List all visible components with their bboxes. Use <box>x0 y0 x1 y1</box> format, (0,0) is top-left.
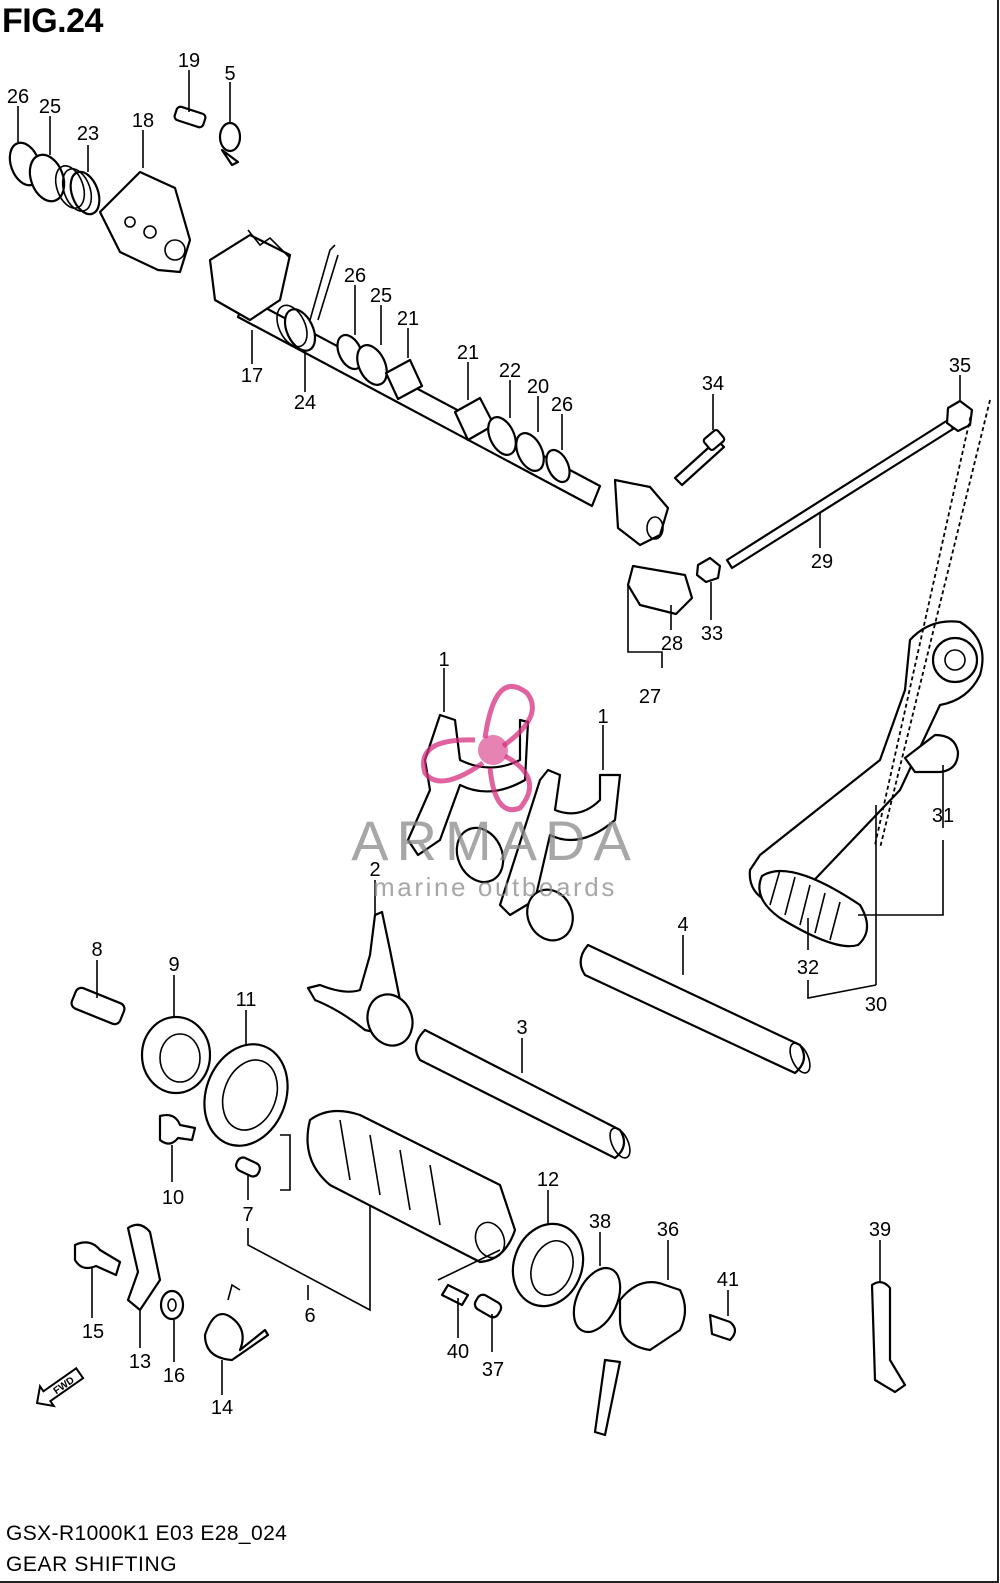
callout-3: 3 <box>516 1017 527 1039</box>
callout-7: 7 <box>242 1204 253 1226</box>
section-name: GEAR SHIFTING <box>6 1553 178 1576</box>
callout-32: 32 <box>797 957 819 979</box>
washer-16 <box>159 1289 185 1321</box>
callout-9: 9 <box>168 954 179 976</box>
shift-fork-1a <box>406 713 530 857</box>
callout-30: 30 <box>865 994 887 1016</box>
callout-35: 35 <box>949 355 971 377</box>
bolt-8 <box>70 986 126 1026</box>
callout-25: 25 <box>39 96 61 118</box>
pin-7 <box>235 1156 261 1178</box>
callout-36: 36 <box>657 1219 679 1241</box>
callout-12: 12 <box>537 1169 559 1191</box>
callout-4: 4 <box>677 914 688 936</box>
callout-20: 20 <box>527 376 549 398</box>
washer-20 <box>515 432 545 472</box>
model-code: GSX-R1000K1 E03 E28_024 <box>6 1522 288 1545</box>
bearing-11 <box>203 1043 289 1147</box>
figure-title: FIG.24 <box>2 2 103 40</box>
armada-propeller-logo <box>421 684 535 812</box>
oring-38 <box>572 1266 622 1334</box>
callout-5: 5 <box>224 63 235 85</box>
gearshift-cam-6 <box>306 1109 517 1264</box>
shift-shaft-arm-17 <box>208 233 292 322</box>
plate-5 <box>218 121 242 153</box>
rubber-32 <box>758 869 869 948</box>
tie-rod-29 <box>725 418 955 570</box>
callout-1: 1 <box>438 649 449 671</box>
callout-8: 8 <box>91 939 102 961</box>
gear-shift-lever-assembly <box>748 399 991 948</box>
shift-lever-clamp <box>613 478 670 547</box>
callout-28: 28 <box>661 633 683 655</box>
callout-1: 1 <box>597 706 608 728</box>
callout-14: 14 <box>211 1397 233 1419</box>
callout-37: 37 <box>482 1359 504 1381</box>
callout-34: 34 <box>702 373 724 395</box>
callout-26: 26 <box>551 394 573 416</box>
bolt-41 <box>708 1313 737 1342</box>
watermark-brand: ARMADA <box>351 809 639 872</box>
screw-10 <box>158 1113 197 1145</box>
rod-end-28 <box>626 564 694 616</box>
bush-21a <box>384 358 424 401</box>
callout-26: 26 <box>344 265 366 287</box>
watermark-tagline: marine outboards <box>373 872 617 902</box>
washer-25 <box>28 153 66 203</box>
callout-16: 16 <box>163 1365 185 1387</box>
return-spring-24 <box>283 308 317 352</box>
shift-fork-1b <box>498 768 622 917</box>
fork-shaft-4 <box>579 943 806 1075</box>
callout-labels: 19 5 26 25 23 18 17 24 26 25 21 21 22 20… <box>7 50 971 1419</box>
bolt-15 <box>73 1241 122 1277</box>
leader-lines <box>17 70 961 1395</box>
callout-17: 17 <box>241 365 263 387</box>
seal-22 <box>487 416 517 456</box>
plate-18 <box>98 170 192 274</box>
fork-shaft-3 <box>414 1028 626 1160</box>
spring-40 <box>440 1283 470 1307</box>
fwd-arrow-icon: FWD <box>35 1366 85 1408</box>
shift-shaft-assembly <box>8 105 974 616</box>
cam-stopper-plate-9 <box>140 1015 212 1095</box>
callout-21: 21 <box>397 308 419 330</box>
shift-lever-30 <box>748 620 984 902</box>
gearshift-cam-assembly <box>70 986 907 1437</box>
callout-31: 31 <box>932 805 954 827</box>
callout-2: 2 <box>369 859 380 881</box>
bolt-19 <box>173 105 207 129</box>
callout-26: 26 <box>7 86 29 108</box>
callout-25: 25 <box>370 285 392 307</box>
nut-33 <box>695 556 722 584</box>
callout-13: 13 <box>129 1351 151 1373</box>
callout-11: 11 <box>236 989 257 1011</box>
callout-19: 19 <box>178 50 200 72</box>
callout-33: 33 <box>701 623 723 645</box>
callout-23: 23 <box>77 123 99 145</box>
callout-41: 41 <box>717 1269 739 1291</box>
callout-29: 29 <box>811 551 833 573</box>
shift-forks <box>306 713 811 1160</box>
callout-6: 6 <box>304 1305 315 1327</box>
cover-36 <box>618 1281 687 1352</box>
spring-14 <box>203 1313 270 1362</box>
callout-22: 22 <box>499 360 521 382</box>
callout-38: 38 <box>589 1211 611 1233</box>
callout-39: 39 <box>869 1219 891 1241</box>
callout-10: 10 <box>162 1187 184 1209</box>
stopper-13 <box>126 1223 162 1312</box>
callout-24: 24 <box>294 392 316 414</box>
circlip-26c <box>545 448 571 484</box>
callout-15: 15 <box>82 1321 104 1343</box>
washer-25b <box>356 344 388 386</box>
callout-40: 40 <box>447 1341 469 1363</box>
callout-18: 18 <box>132 110 154 132</box>
callout-21: 21 <box>457 342 479 364</box>
pin-37 <box>473 1293 503 1319</box>
callout-27: 27 <box>639 686 661 708</box>
guide-39 <box>870 1281 907 1394</box>
